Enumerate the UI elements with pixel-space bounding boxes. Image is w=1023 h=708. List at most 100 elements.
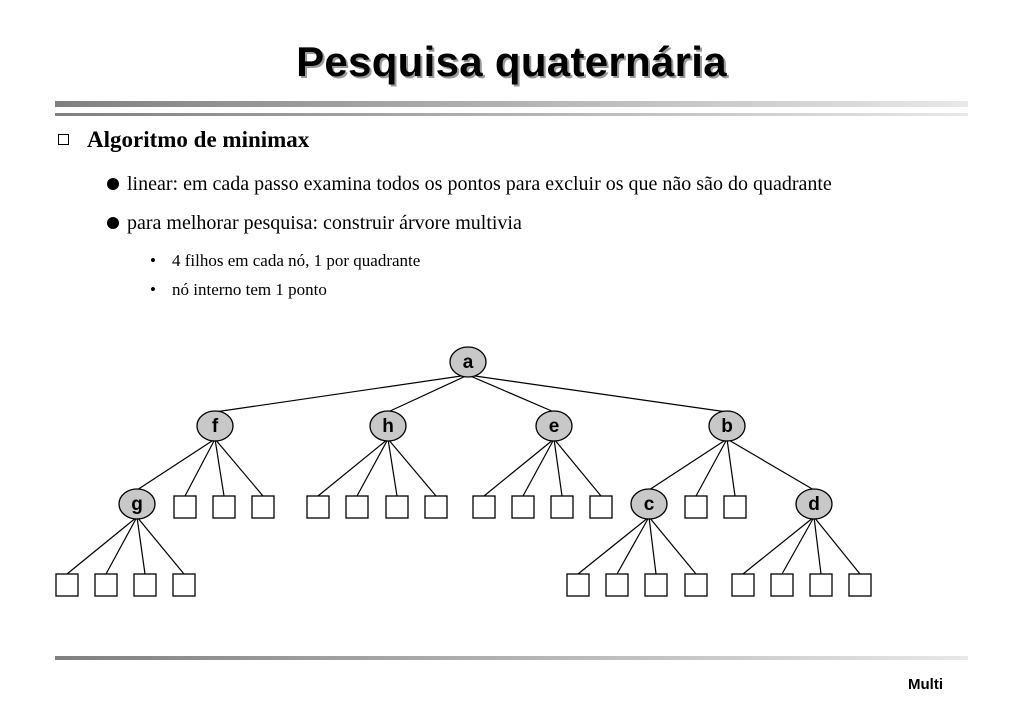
- tree-edge: [553, 438, 563, 497]
- tree-edge: [214, 438, 225, 497]
- empty-leaf-node: [684, 495, 708, 519]
- tree-node-d: d: [795, 488, 833, 520]
- tree-nodes: g f h e c d b a: [55, 346, 872, 597]
- title-rule-bottom: [55, 113, 968, 116]
- tree-node-c: c: [630, 488, 668, 520]
- tree-edge: [184, 438, 216, 497]
- tree-edges: [66, 374, 861, 575]
- empty-leaf-node: [173, 495, 197, 519]
- empty-leaf-node: [212, 495, 236, 519]
- tree-edge: [387, 438, 437, 497]
- empty-leaf-node: [550, 495, 574, 519]
- empty-leaf-node: [511, 495, 535, 519]
- tree-edge: [387, 374, 469, 413]
- empty-leaf-node: [133, 573, 157, 597]
- node-ellipse: [449, 346, 487, 378]
- tree-edge: [467, 374, 728, 413]
- node-ellipse: [535, 410, 573, 442]
- empty-leaf-node: [731, 573, 755, 597]
- tree-edge: [695, 438, 728, 497]
- bullet-text: para melhorar pesquisa: construir árvore…: [127, 212, 522, 234]
- round-bullet-icon: [107, 178, 119, 190]
- empty-leaf-node: [94, 573, 118, 597]
- square-bullet-icon: [58, 134, 69, 145]
- node-ellipse: [795, 488, 833, 520]
- bullet-text: linear: em cada passo examina todos os p…: [127, 173, 832, 195]
- tree-edge: [136, 516, 185, 575]
- tree-edge: [726, 438, 815, 491]
- node-ellipse: [196, 410, 234, 442]
- tree-node-a: a: [449, 346, 487, 378]
- empty-leaf-node: [684, 573, 708, 597]
- node-label: h: [382, 416, 394, 437]
- tree-edge: [356, 438, 389, 497]
- empty-leaf-node: [345, 495, 369, 519]
- sub-bullet-item: • 4 filhos em cada nó, 1 por quadrante: [150, 251, 420, 271]
- bullet-item: para melhorar pesquisa: construir árvore…: [107, 212, 522, 235]
- empty-leaf-node: [605, 573, 629, 597]
- tree-edge: [214, 438, 264, 497]
- tree-node-h: h: [369, 410, 407, 442]
- node-label: c: [644, 494, 655, 515]
- tree-edge: [522, 438, 555, 497]
- tree-edge: [742, 516, 815, 575]
- tree-edge: [726, 438, 736, 497]
- empty-leaf-node: [809, 573, 833, 597]
- node-label: f: [212, 416, 219, 437]
- empty-leaf-node: [566, 573, 590, 597]
- tree-edge: [781, 516, 815, 575]
- node-ellipse: [630, 488, 668, 520]
- title-rule-top: [55, 101, 968, 107]
- node-label: e: [549, 416, 560, 437]
- empty-leaf-node: [424, 495, 448, 519]
- tree-edge: [577, 516, 650, 575]
- bullet-item: linear: em cada passo examina todos os p…: [107, 173, 832, 196]
- bullet-dot-icon: •: [150, 251, 156, 270]
- tree-edge: [648, 516, 657, 575]
- footer-rule: [55, 656, 968, 660]
- tree-node-b: b: [708, 410, 746, 442]
- sub-bullet-text: nó interno tem 1 ponto: [172, 280, 327, 299]
- section-heading-row: Algoritmo de minimax: [58, 127, 309, 153]
- empty-leaf-node: [770, 573, 794, 597]
- empty-leaf-node: [251, 495, 275, 519]
- sub-bullet-text: 4 filhos em cada nó, 1 por quadrante: [172, 251, 421, 270]
- round-bullet-icon: [107, 217, 119, 229]
- empty-leaf-node: [172, 573, 196, 597]
- node-ellipse: [708, 410, 746, 442]
- tree-edge: [136, 516, 146, 575]
- node-label: g: [131, 494, 143, 515]
- tree-node-f: f: [196, 410, 234, 442]
- tree-edge: [553, 438, 602, 497]
- tree-edge: [105, 516, 138, 575]
- page-title: Pesquisa quaternária: [296, 38, 727, 85]
- node-ellipse: [118, 488, 156, 520]
- empty-leaf-node: [306, 495, 330, 519]
- tree-edge: [648, 438, 728, 491]
- tree-edge: [317, 438, 389, 497]
- tree-edge: [648, 516, 697, 575]
- node-label: a: [463, 352, 474, 373]
- tree-edge: [387, 438, 398, 497]
- tree-edge: [467, 374, 555, 413]
- tree-edge: [66, 516, 138, 575]
- tree-edge: [483, 438, 555, 497]
- tree-edge: [813, 516, 822, 575]
- section-heading: Algoritmo de minimax: [87, 127, 310, 152]
- empty-leaf-node: [589, 495, 613, 519]
- empty-leaf-node: [385, 495, 409, 519]
- empty-leaf-node: [848, 573, 872, 597]
- sub-bullet-item: • nó interno tem 1 ponto: [150, 280, 327, 300]
- tree-edge: [136, 438, 216, 491]
- empty-leaf-node: [723, 495, 747, 519]
- empty-leaf-node: [644, 573, 668, 597]
- tree-node-g: g: [118, 488, 156, 520]
- empty-leaf-node: [472, 495, 496, 519]
- tree-edge: [813, 516, 861, 575]
- tree-edge: [616, 516, 650, 575]
- tree-edge: [214, 374, 469, 413]
- footer-label: Multi: [908, 676, 943, 693]
- tree-node-e: e: [535, 410, 573, 442]
- bullet-dot-icon: •: [150, 280, 156, 299]
